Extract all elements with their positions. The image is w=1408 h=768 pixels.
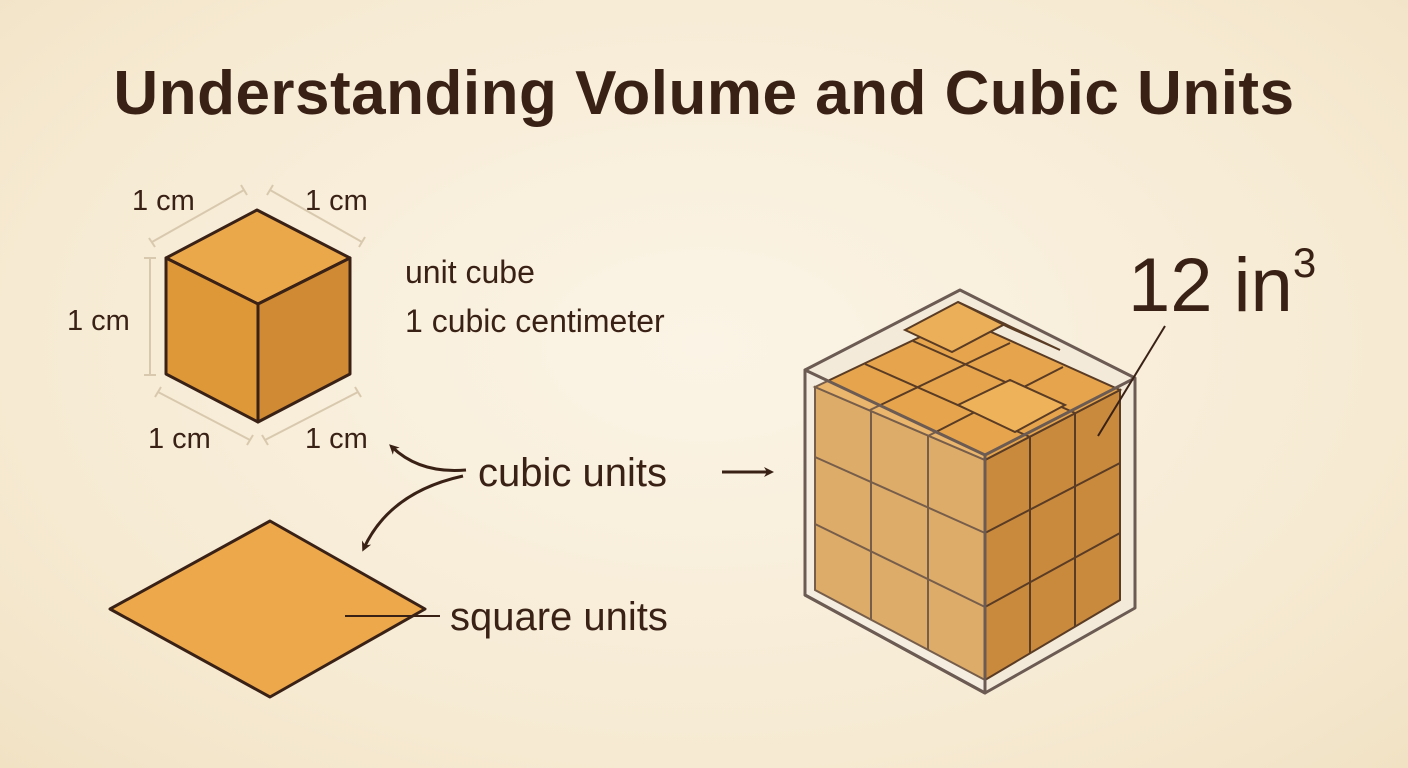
- top-cube-grid: [812, 300, 1123, 462]
- dimension-label-top-right: 1 cm: [305, 185, 368, 217]
- dimension-label-top-left: 1 cm: [132, 185, 195, 217]
- square-units-label: square units: [450, 595, 668, 639]
- unit-cube-subcaption: 1 cubic centimeter: [405, 303, 665, 339]
- dimension-label-bottom-left: 1 cm: [148, 423, 211, 455]
- volume-value: 12 in: [1128, 243, 1293, 328]
- cubic-units-label: cubic units: [478, 451, 667, 495]
- dimension-label-left: 1 cm: [67, 305, 130, 337]
- unit-cube-dimension-lines: [144, 184, 366, 446]
- curved-arrow-icon: [361, 474, 464, 552]
- dimension-label-bottom-right: 1 cm: [305, 423, 368, 455]
- square-unit-shape: [108, 519, 427, 699]
- volume-box: [803, 288, 1137, 695]
- unit-cube-right-face: [256, 256, 352, 424]
- unit-cube-caption: unit cube: [405, 254, 535, 290]
- volume-leader-line: [1097, 325, 1166, 437]
- unit-cube: [164, 208, 352, 424]
- page-title: Understanding Volume and Cubic Units: [113, 59, 1295, 128]
- volume-label: 12 in3: [1128, 242, 1316, 324]
- volume-exponent: 3: [1292, 239, 1317, 286]
- curved-arrow-icon: [389, 444, 467, 472]
